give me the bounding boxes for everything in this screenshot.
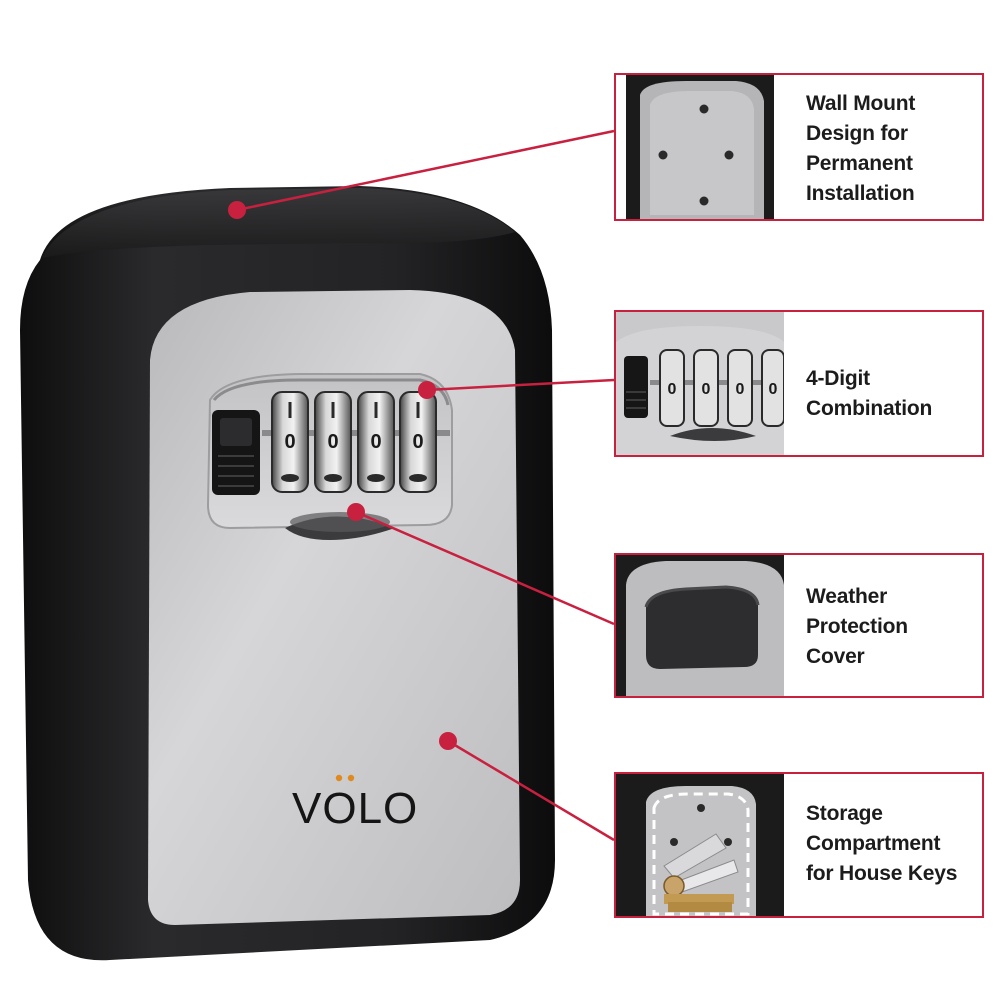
dial-2-digit: 0 [327, 431, 338, 453]
weather-cover-thumbnail [616, 555, 784, 696]
callout-label: 4-Digit Combination [806, 367, 933, 420]
dial-3-digit: 0 [370, 431, 381, 453]
callout-label: Weather Protection Cover [806, 585, 908, 668]
callout-label: Wall Mount Design for Permanent Installa… [806, 92, 916, 205]
combination-thumbnail: 0 0 0 0 [616, 312, 784, 455]
svg-text:0: 0 [769, 381, 778, 398]
callout-wall-mount: Wall Mount Design for Permanent Installa… [614, 73, 984, 221]
dial-1-digit: 0 [284, 431, 295, 453]
callout-storage: Storage Compartment for House Keys [614, 772, 984, 918]
svg-text:0: 0 [702, 381, 711, 398]
key-image [663, 833, 739, 912]
callout-weather-cover: Weather Protection Cover [614, 553, 984, 698]
callout-combination: 0 0 0 0 4-Digit Combination [614, 310, 984, 457]
callout-dot-icon [228, 201, 457, 750]
dial-4-digit: 0 [412, 431, 423, 453]
svg-text:0: 0 [736, 381, 745, 398]
wall-mount-thumbnail [616, 75, 784, 219]
storage-thumbnail [616, 774, 784, 916]
brand-logo: VOLO [292, 784, 419, 833]
callout-label: Storage Compartment for House Keys [806, 802, 958, 885]
svg-text:0: 0 [668, 381, 677, 398]
